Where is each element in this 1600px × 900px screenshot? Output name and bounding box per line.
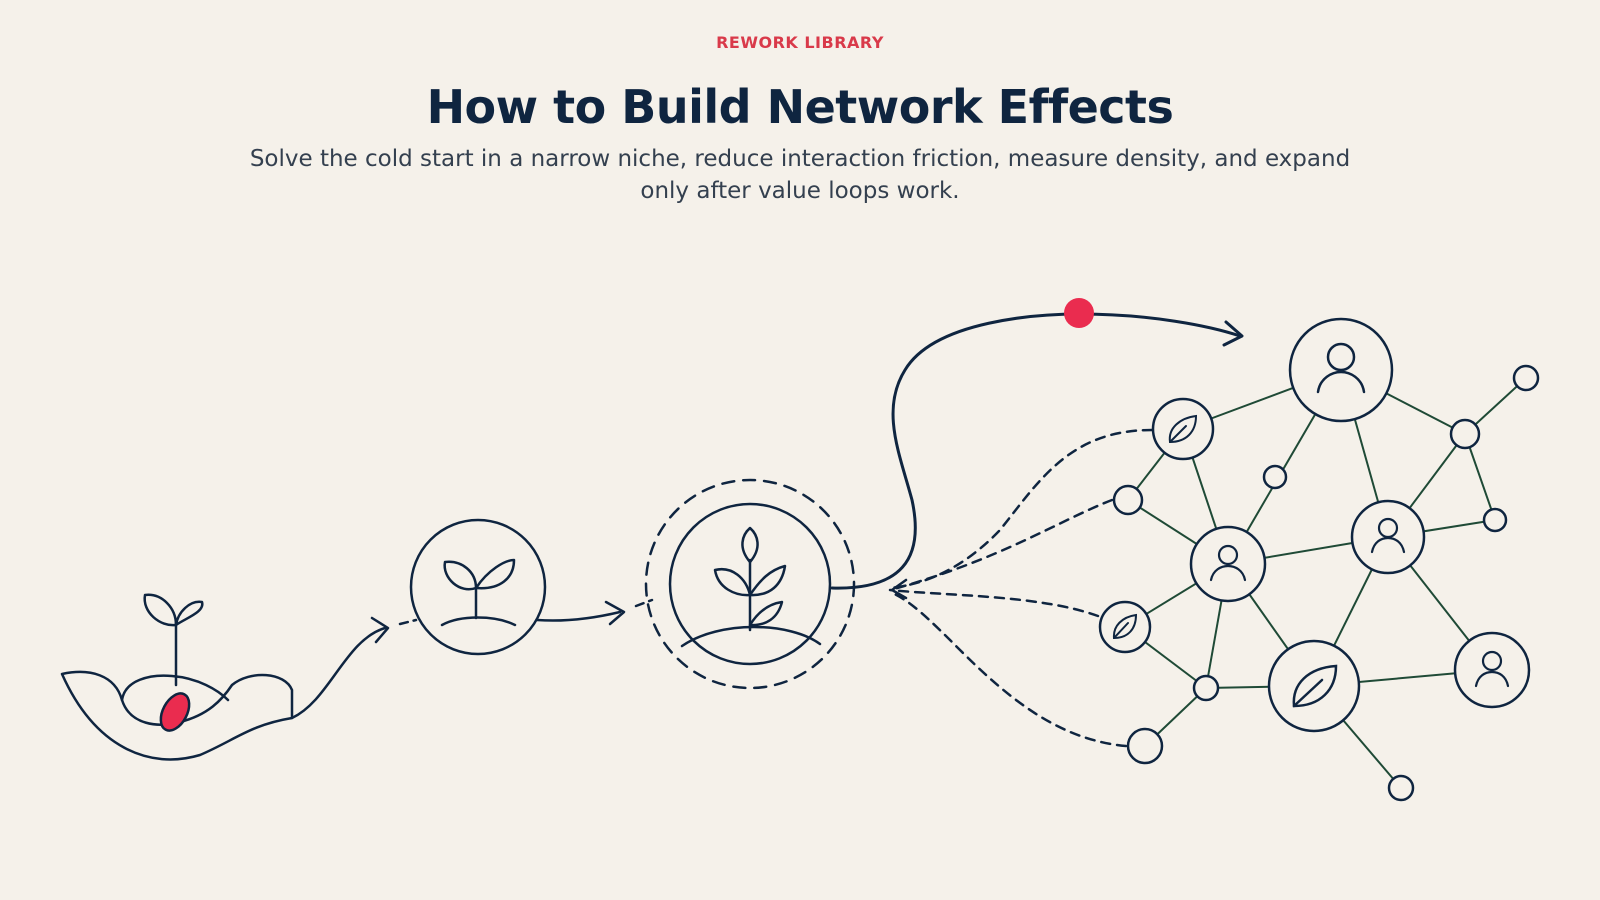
page-subtitle: Solve the cold start in a narrow niche, … [249,146,1351,204]
person-icon [1474,650,1510,688]
dashed-lead-in [398,618,418,626]
dashed-lead-in-2 [634,598,654,608]
person-icon [1370,517,1406,554]
network-node [1192,674,1220,702]
arrowhead-2 [604,600,626,626]
feedback-lines [888,428,1154,748]
arrowhead-1 [370,616,390,644]
network-node [1126,727,1164,765]
person-node-3 [1350,499,1426,575]
arc-arrowhead [1222,320,1244,347]
network-node [1482,507,1508,533]
feedback-arrowhead [889,578,908,600]
sprout-stage [398,518,626,656]
soil-inner-line [120,674,230,702]
person-icon [1209,544,1247,582]
seed-stage [60,593,390,761]
connector-1 [290,626,387,720]
plant-icon [680,526,822,648]
network-nodes [1112,364,1540,802]
network-node [1387,774,1415,802]
leaf-node-3 [1267,639,1361,733]
sprout-circle [409,518,547,656]
sprout-leaf-right [174,600,204,627]
connector-2 [535,610,622,622]
plant-halo [644,478,856,690]
leaf-icon [1292,664,1338,708]
page-title: How to Build Network Effects [426,80,1174,134]
leaf-icon [1112,613,1138,640]
plant-circle [668,502,832,666]
leaf-node-1 [1151,397,1215,461]
eyebrow-label: REWORK LIBRARY [716,33,884,52]
leaf-node-2 [1098,600,1152,654]
person-node-4 [1453,631,1531,709]
soil-outline [60,670,294,761]
leaf-icon [1168,414,1198,444]
sprout-icon [440,558,517,627]
person-node-2 [1189,525,1267,603]
person-icon [1316,342,1366,394]
person-node-1 [1288,317,1394,423]
sprout-leaf-left [143,593,178,627]
network-node [1512,364,1540,392]
plant-stage [634,478,856,690]
network-node [1262,464,1288,490]
seed-icon [159,692,191,732]
progress-marker [1064,298,1094,328]
network-node [1449,418,1481,450]
growth-arc [830,312,1244,590]
network-node [1112,484,1144,516]
